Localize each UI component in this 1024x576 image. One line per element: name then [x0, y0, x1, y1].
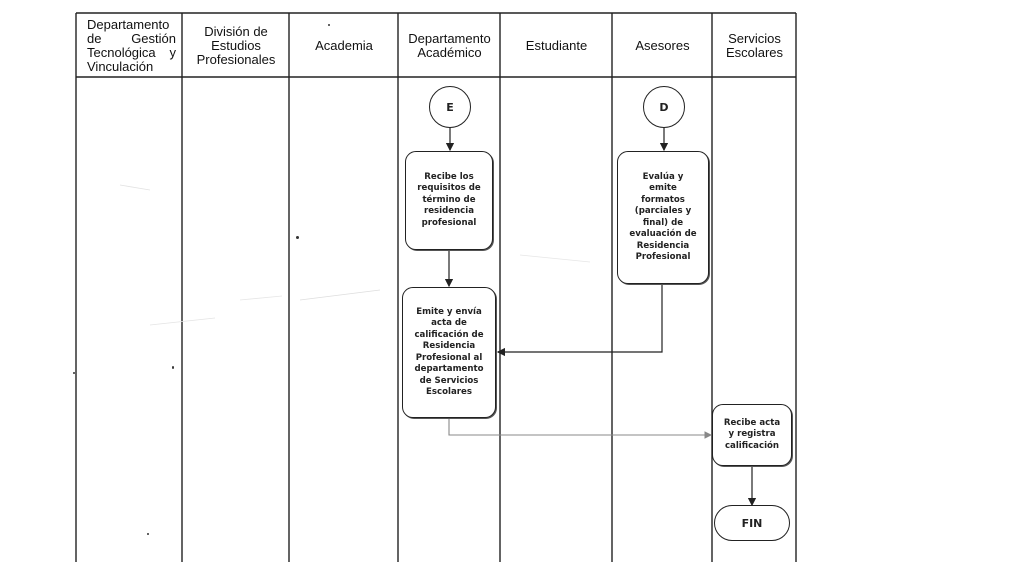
scan-speck [296, 236, 299, 239]
scan-speck [172, 366, 174, 369]
arrow-evalua-to-emite [496, 284, 663, 357]
scan-speck [73, 372, 75, 374]
terminator-fin: FIN [714, 505, 790, 541]
arrow-emite-to-recibe-acta [448, 418, 713, 439]
lane-header-division-estudios: División de Estudios Profesionales [196, 23, 276, 67]
step-recibe-requisitos: Recibe los requisitos de término de resi… [405, 151, 493, 250]
lane-header-asesores: Asesores [635, 37, 690, 53]
lane-header-academia: Academia [315, 37, 373, 53]
lane-header-gestion-tecnologica: Departamento de Gestión Tecnológica y Vi… [87, 16, 176, 74]
lane-header-departamento-academico: Departamento Académico [408, 30, 491, 60]
step-evalua-emite-formatos: Evalúa y emite formatos (parciales y fin… [617, 151, 709, 284]
step-recibe-acta: Recibe acta y registra calificación [712, 404, 792, 466]
connector-e: E [429, 86, 471, 128]
connector-d: D [643, 86, 685, 128]
scan-speck [147, 533, 149, 535]
step-emite-envia-acta: Emite y envía acta de calificación de Re… [402, 287, 496, 418]
scan-speck [328, 24, 330, 26]
lane-header-estudiante: Estudiante [525, 37, 588, 53]
lane-header-servicios-escolares: Servicios Escolares [725, 30, 784, 60]
